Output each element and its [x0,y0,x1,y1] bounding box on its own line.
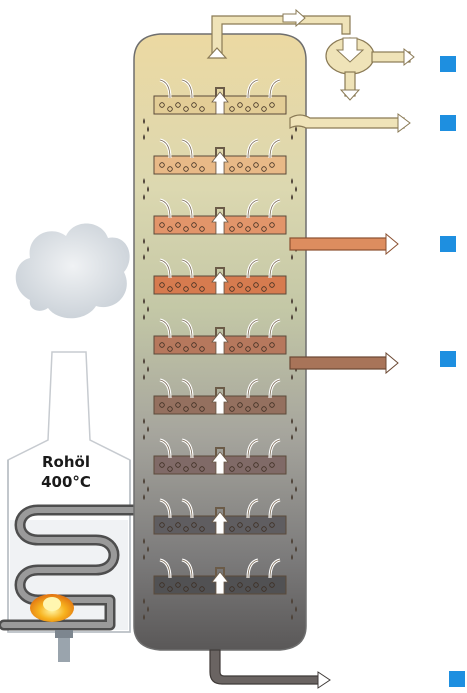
outlet-marker-heavy [440,351,456,367]
outlet-marker-bottom [449,671,465,687]
smoke-cloud [16,223,130,318]
furnace-label-line1: Rohöl [18,452,114,472]
outlet-marker-light [440,115,456,131]
bottom-residue-pipe [210,650,330,688]
furnace-label: Rohöl 400°C [18,452,114,492]
burner-pipe [55,630,73,662]
outlet-marker-top [440,56,456,72]
burner-flame [30,594,74,622]
side-draw-light [290,114,410,132]
condenser [326,38,414,100]
outlet-markers [440,56,465,687]
furnace-label-line2: 400°C [18,472,114,492]
outlet-marker-middle [440,236,456,252]
